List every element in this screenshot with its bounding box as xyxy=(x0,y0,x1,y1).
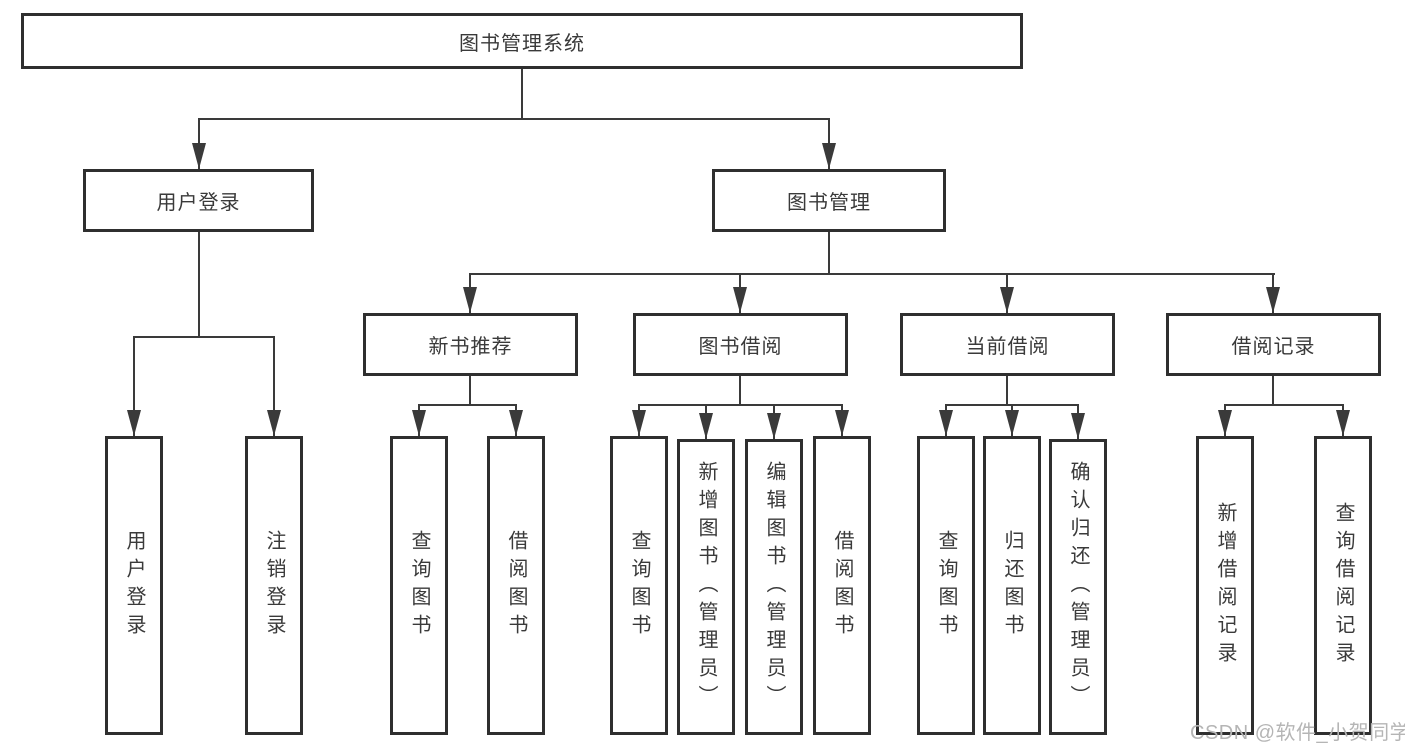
connector-user-login-stem xyxy=(198,232,200,336)
connector-book-borrow-rail xyxy=(638,404,843,406)
arrowhead-down-icon xyxy=(767,413,781,439)
connector-drop-leaf xyxy=(133,336,135,436)
connector-borrow-records-stem xyxy=(1272,376,1274,404)
arrowhead-down-icon xyxy=(463,287,477,313)
arrowhead-down-icon xyxy=(1266,287,1280,313)
leaf-return-books: 归还图书 xyxy=(983,436,1041,735)
node-book-management: 图书管理 xyxy=(712,169,946,232)
connector-new-book-rail xyxy=(418,404,517,406)
leaf-logout: 注销登录 xyxy=(245,436,303,735)
connector-user-login-rail xyxy=(133,336,275,338)
connector-current-borrow-stem xyxy=(1006,376,1008,404)
leaf-label: 借阅图书 xyxy=(831,529,853,642)
arrowhead-down-icon xyxy=(699,413,713,439)
connector-new-book-stem xyxy=(469,376,471,404)
leaf-label: 编辑图书（管理员） xyxy=(763,461,785,713)
leaf-label: 新增图书（管理员） xyxy=(695,461,717,713)
leaf-query-books: 查询图书 xyxy=(390,436,448,735)
arrowhead-down-icon xyxy=(267,410,281,436)
leaf-confirm-return-admin: 确认归还（管理员） xyxy=(1049,439,1107,735)
leaf-label: 注销登录 xyxy=(263,529,285,642)
leaf-edit-books-admin: 编辑图书（管理员） xyxy=(745,439,803,735)
leaf-label: 查询借阅记录 xyxy=(1332,501,1354,670)
arrowhead-down-icon xyxy=(192,143,206,169)
connector-root-stem xyxy=(521,69,523,118)
connector-book-mgmt-stem xyxy=(828,232,830,273)
connector-level2-rail xyxy=(198,118,830,120)
arrowhead-down-icon xyxy=(1336,410,1350,436)
node-new-book-recommend: 新书推荐 xyxy=(363,313,578,376)
node-borrowing-records: 借阅记录 xyxy=(1166,313,1381,376)
arrowhead-down-icon xyxy=(1071,413,1085,439)
arrowhead-down-icon xyxy=(127,410,141,436)
arrowhead-down-icon xyxy=(939,410,953,436)
leaf-label: 确认归还（管理员） xyxy=(1067,461,1089,713)
leaf-label: 查询图书 xyxy=(628,529,650,642)
node-root-library-system: 图书管理系统 xyxy=(21,13,1023,69)
node-book-borrowing: 图书借阅 xyxy=(633,313,848,376)
leaf-label: 借阅图书 xyxy=(505,529,527,642)
leaf-label: 查询图书 xyxy=(935,529,957,642)
arrowhead-down-icon xyxy=(733,287,747,313)
arrowhead-down-icon xyxy=(822,143,836,169)
leaf-label: 查询图书 xyxy=(408,529,430,642)
csdn-watermark: CSDN @软件_小贺同学 xyxy=(1190,722,1405,744)
connector-book-borrow-stem xyxy=(739,376,741,404)
arrowhead-down-icon xyxy=(1218,410,1232,436)
connector-level3-rail xyxy=(469,273,1275,275)
leaf-label: 用户登录 xyxy=(123,529,145,642)
node-current-borrowing: 当前借阅 xyxy=(900,313,1115,376)
arrowhead-down-icon xyxy=(1005,410,1019,436)
leaf-add-books-admin: 新增图书（管理员） xyxy=(677,439,735,735)
arrowhead-down-icon xyxy=(835,410,849,436)
leaf-query-books: 查询图书 xyxy=(610,436,668,735)
connector-borrow-records-rail xyxy=(1224,404,1344,406)
arrowhead-down-icon xyxy=(1000,287,1014,313)
leaf-add-borrow-record: 新增借阅记录 xyxy=(1196,436,1254,735)
leaf-borrow-books: 借阅图书 xyxy=(813,436,871,735)
leaf-query-books: 查询图书 xyxy=(917,436,975,735)
arrowhead-down-icon xyxy=(412,410,426,436)
leaf-borrow-books: 借阅图书 xyxy=(487,436,545,735)
node-user-login: 用户登录 xyxy=(83,169,314,232)
arrowhead-down-icon xyxy=(509,410,523,436)
leaf-label: 新增借阅记录 xyxy=(1214,501,1236,670)
leaf-query-borrow-record: 查询借阅记录 xyxy=(1314,436,1372,735)
connector-drop-leaf xyxy=(273,336,275,436)
arrowhead-down-icon xyxy=(632,410,646,436)
leaf-label: 归还图书 xyxy=(1001,529,1023,642)
leaf-user-login: 用户登录 xyxy=(105,436,163,735)
